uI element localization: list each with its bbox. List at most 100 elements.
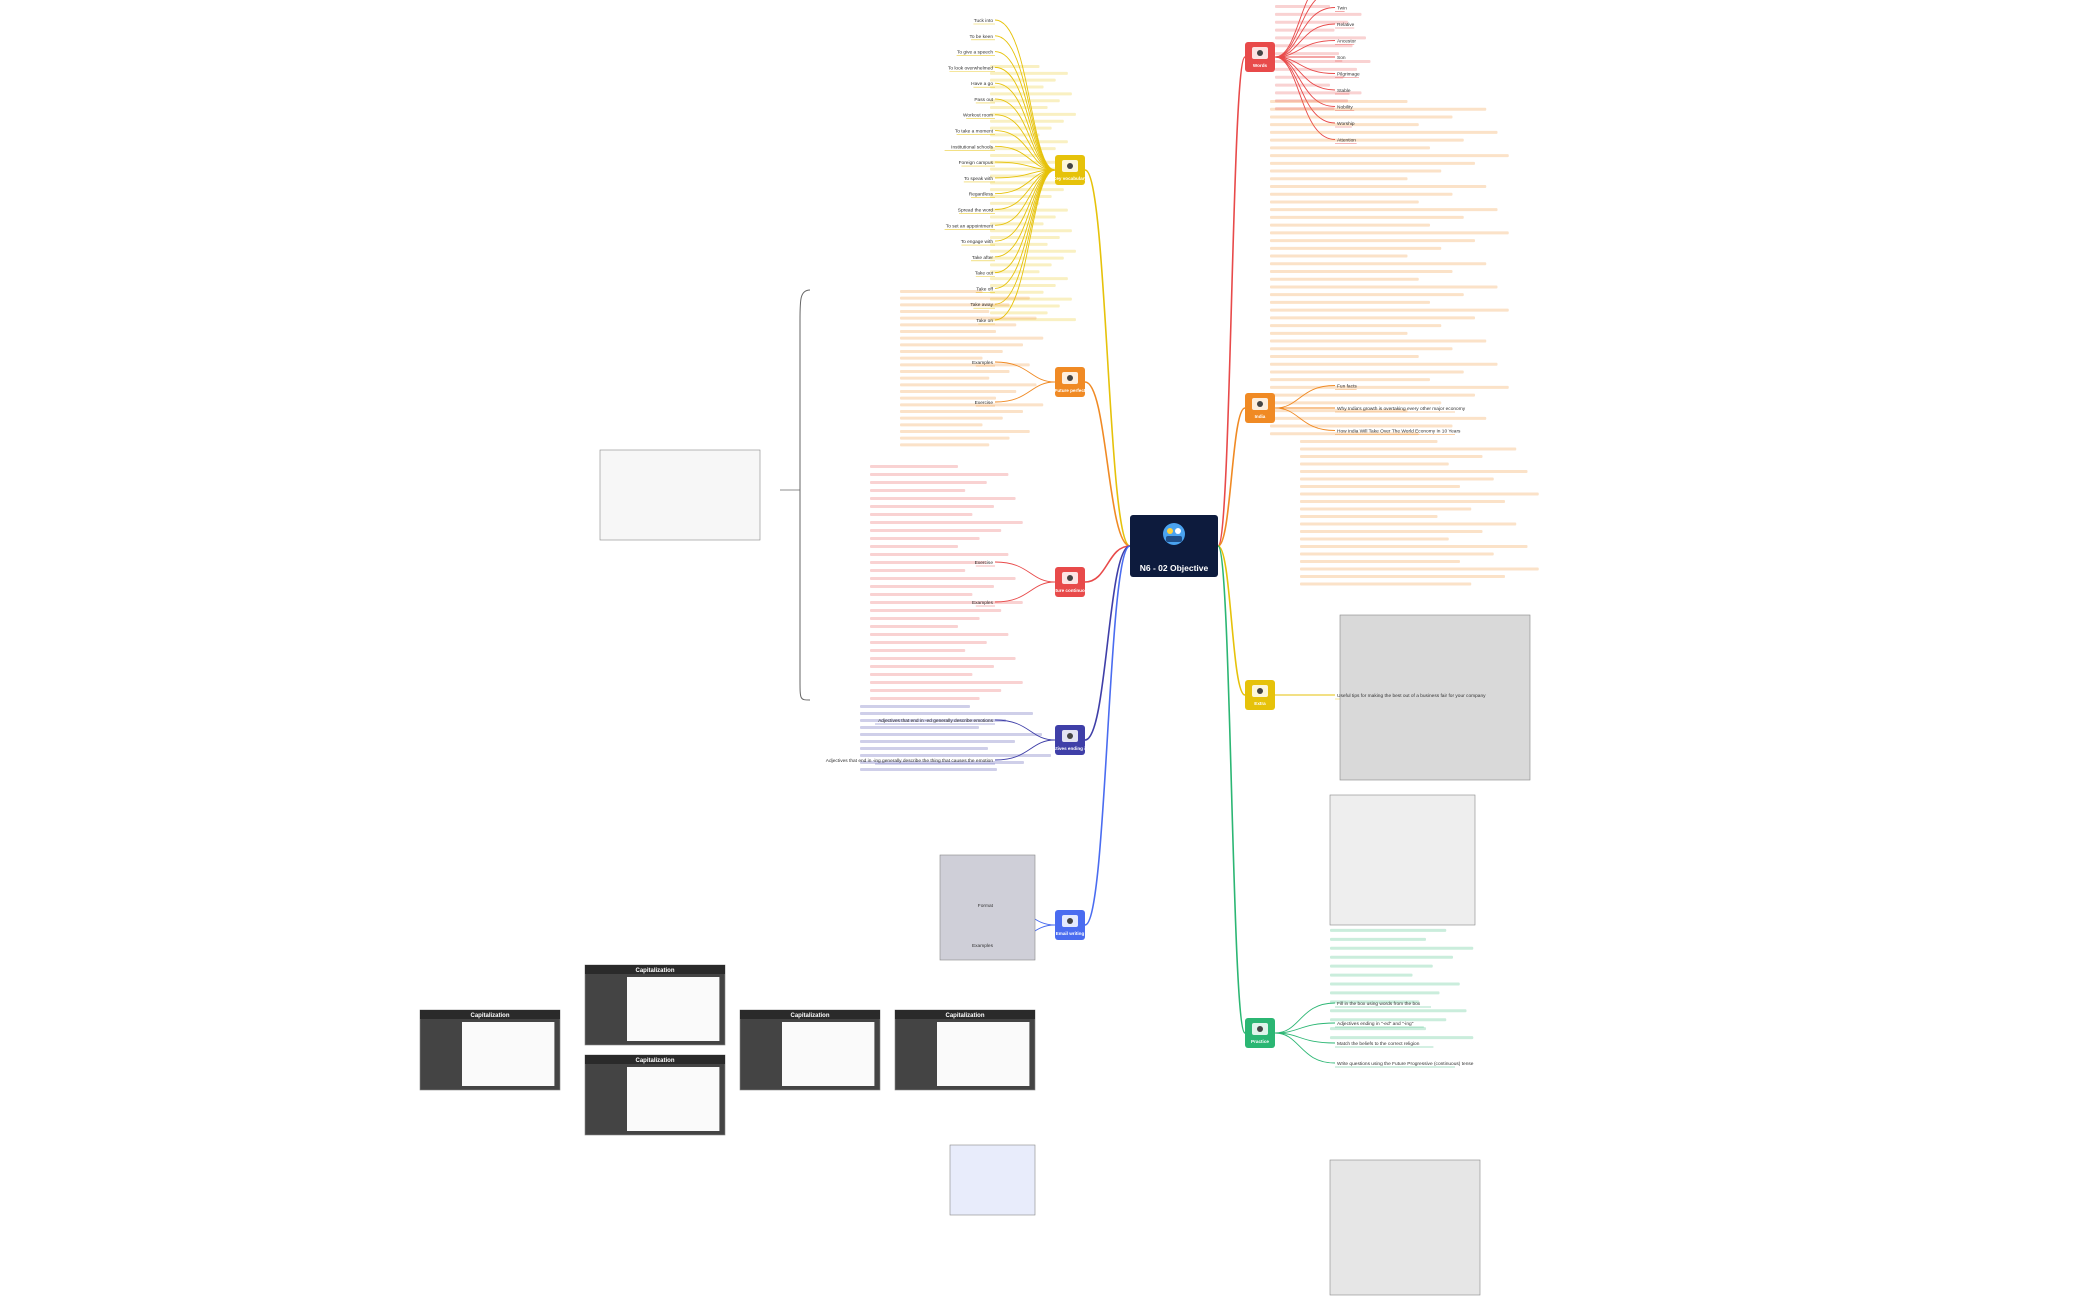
branch-nodes: Key vocabulary Tuck into To be keen To give…: [826, 6, 1486, 1068]
capitalization-5: Capitalization: [894, 1009, 1036, 1091]
detail-cluster: [990, 65, 1076, 322]
child-node[interactable]: Stable: [1337, 88, 1351, 94]
branch-links: [780, 0, 1455, 1068]
child-node[interactable]: Take on: [976, 318, 993, 324]
mail-icon: [1062, 915, 1078, 927]
child-node[interactable]: Exercise: [975, 560, 994, 566]
child-node[interactable]: To speak with: [964, 176, 993, 182]
child-node[interactable]: Son: [1337, 55, 1346, 61]
child-node[interactable]: Tuck into: [974, 18, 994, 24]
branch-node-practice[interactable]: Practice: [1245, 1018, 1275, 1048]
globe-icon: [1252, 398, 1268, 410]
branch-label: Future perfect: [1055, 388, 1086, 393]
branch-label: Extra: [1254, 701, 1266, 706]
child-node[interactable]: Examples: [972, 600, 994, 606]
capitalization-2: Capitalization: [584, 964, 726, 1046]
child-node[interactable]: How India Will Take Over The World Econo…: [1337, 429, 1461, 435]
child-node[interactable]: Worship: [1337, 121, 1355, 127]
capitalization-title: Capitalization: [790, 1013, 829, 1019]
child-node[interactable]: Spread the word: [958, 207, 994, 213]
worksheet-panel: [1329, 794, 1476, 926]
branch-label: Adjectives ending in "…: [1044, 746, 1097, 751]
child-node[interactable]: Pass out: [974, 97, 993, 103]
child-node[interactable]: Pilgrimage: [1337, 72, 1360, 78]
detail-cluster: [1270, 100, 1509, 436]
child-node[interactable]: Exercise: [975, 400, 994, 406]
child-node[interactable]: Match the beliefs to the correct religio…: [1337, 1041, 1420, 1047]
clock-icon: [1062, 572, 1078, 584]
capitalization-3: Capitalization: [584, 1054, 726, 1136]
child-node[interactable]: Foreign campus: [959, 160, 994, 166]
branch-node-key-vocab[interactable]: Key vocabulary: [1053, 155, 1087, 185]
branch-node-words[interactable]: Words: [1245, 42, 1275, 72]
child-node[interactable]: To give a speech: [957, 50, 993, 56]
child-node[interactable]: Format: [978, 903, 994, 909]
branch-node-future-continuous[interactable]: Future continuous: [1050, 567, 1091, 597]
child-node[interactable]: Have a go: [971, 81, 993, 87]
detail-cluster: [1275, 5, 1371, 111]
email-text-panel: [949, 1144, 1036, 1216]
center-title: N6 - 02 Objective: [1140, 563, 1209, 573]
capitalization-title: Capitalization: [635, 968, 674, 974]
child-node[interactable]: Relative: [1337, 22, 1355, 28]
gear-icon: [1062, 160, 1078, 172]
child-node[interactable]: Take away: [970, 302, 993, 308]
capitalization-title: Capitalization: [635, 1058, 674, 1064]
child-node[interactable]: Workout room: [963, 113, 993, 119]
child-node[interactable]: Attention: [1337, 138, 1356, 144]
branch-label: Practice: [1251, 1039, 1269, 1044]
branch-node-adjectives[interactable]: Adjectives ending in "…: [1044, 725, 1097, 755]
child-node[interactable]: Fun facts: [1337, 384, 1357, 390]
questions-worksheet: [1329, 1159, 1481, 1296]
branch-node-future-perfect[interactable]: Future perfect: [1055, 367, 1086, 397]
email-sample-panel: [939, 854, 1036, 961]
calendar-icon: [1062, 372, 1078, 384]
branch-label: India: [1255, 414, 1266, 419]
book-icon: [1252, 47, 1268, 59]
child-node[interactable]: Institutional schools: [951, 144, 993, 150]
branch-node-india[interactable]: India: [1245, 393, 1275, 423]
pen-icon: [1252, 1023, 1268, 1035]
child-node[interactable]: Take after: [972, 255, 993, 261]
child-node[interactable]: To take a moment: [955, 129, 994, 135]
child-node[interactable]: To look overwhelmed: [948, 65, 993, 71]
child-node[interactable]: Fill in the box using words from the box: [1337, 1001, 1421, 1007]
child-node[interactable]: To engage with: [961, 239, 994, 245]
child-node[interactable]: Why India's growth is overtaking every o…: [1337, 406, 1466, 412]
child-node[interactable]: Ancestor: [1337, 39, 1356, 45]
capitalization-title: Capitalization: [945, 1013, 984, 1019]
capitalization-1: Capitalization: [419, 1009, 561, 1091]
capitalization-title: Capitalization: [470, 1013, 509, 1019]
child-node[interactable]: Adjectives that end in -ing generally de…: [826, 758, 994, 764]
center-node[interactable]: N6 - 02 Objective: [1130, 515, 1218, 577]
child-node[interactable]: Examples: [972, 943, 994, 949]
child-node[interactable]: Nobility: [1337, 105, 1353, 111]
detail-cluster: [1300, 440, 1539, 586]
branch-label: Key vocabulary: [1053, 176, 1087, 181]
team-icon: [1163, 523, 1185, 545]
notes-panel: [599, 449, 761, 541]
child-node[interactable]: Adjectives ending in "-ed" and "-ing": [1337, 1021, 1414, 1027]
child-node[interactable]: Regardless: [969, 192, 994, 198]
numbers-infographic: [1339, 614, 1531, 781]
child-node[interactable]: Useful tips for making the best out of a…: [1337, 693, 1486, 699]
child-node[interactable]: Twin: [1337, 6, 1347, 12]
branch-node-email[interactable]: Email writing: [1055, 910, 1085, 940]
detail-notes: CapitalizationCapitalizationCapitalizati…: [419, 5, 1539, 1296]
detail-cluster: [900, 290, 1044, 447]
branch-label: Email writing: [1056, 931, 1085, 936]
child-node[interactable]: Write questions using the Future Progres…: [1337, 1061, 1474, 1067]
child-node[interactable]: To set an appointment: [946, 223, 994, 229]
branch-label: Words: [1253, 63, 1268, 68]
book-icon: [1062, 730, 1078, 742]
child-node[interactable]: To be keen: [970, 34, 994, 40]
child-node[interactable]: Take off: [976, 286, 993, 292]
branch-node-extra[interactable]: Extra: [1245, 680, 1275, 710]
child-node[interactable]: Take out: [975, 271, 994, 277]
child-node[interactable]: Adjectives that end in -ed generally des…: [878, 718, 994, 724]
capitalization-4: Capitalization: [739, 1009, 881, 1091]
branch-label: Future continuous: [1050, 588, 1091, 593]
child-node[interactable]: Examples: [972, 360, 994, 366]
search-icon: [1252, 685, 1268, 697]
